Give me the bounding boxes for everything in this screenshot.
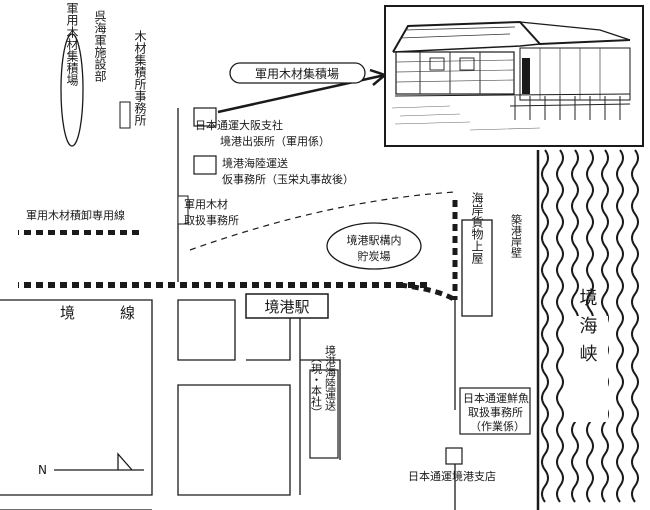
strait-label-bg [566, 316, 608, 422]
sakai-main-rail [18, 282, 430, 288]
unloading-line-text: 軍用木材積卸専用線 [26, 208, 125, 222]
timber-handling-line2: 取扱事務所 [184, 213, 239, 227]
fresh-fish-line2: 取扱事務所 [468, 405, 523, 419]
siding-dashed-line [189, 191, 456, 251]
osaka-office-line1: 日本通運大阪支社 [195, 118, 283, 132]
kairiku-current-box [309, 369, 339, 459]
fresh-fish-line3: （作業係） [470, 420, 525, 433]
arrow-label-text: 軍用木材集積場 [255, 66, 339, 81]
rail-curve [399, 282, 457, 303]
north-label: N [38, 463, 47, 477]
fresh-fish-line1: 日本通運鮮魚 [463, 391, 529, 405]
coal-yard-oval [326, 222, 422, 270]
timber-yard-oval-text: 軍用木材集積場 [65, 2, 79, 87]
cargo-shed-text: 海岸貨物上屋 [470, 191, 484, 265]
kure-navy-text: 呉海軍施設部 [93, 10, 107, 82]
sakai-line-char1: 境 [60, 304, 75, 322]
station-box [245, 293, 329, 319]
coal-yard-line1: 境港駅構内 [347, 233, 402, 247]
osaka-office-line2: 境港出張所（軍用係） [220, 134, 330, 148]
strait-waves [541, 149, 639, 503]
kairiku-temp-line2: 仮事務所（玉栄丸事故後） [222, 172, 354, 186]
arrow-label-oval [229, 62, 366, 84]
kairiku-temp-box [193, 155, 217, 175]
cargo-shed-box [461, 219, 493, 317]
sakai-line-char2: 線 [120, 304, 135, 322]
seawall-text: 築港岸壁 [510, 213, 523, 258]
timber-yard-oval [60, 33, 84, 147]
warehouse-sketch [384, 5, 644, 147]
osaka-office-box [193, 107, 217, 127]
timber-office-box [119, 101, 131, 129]
north-arrow-icon: N [38, 452, 144, 477]
kairiku-temp-line1: 境港海陸運送 [222, 156, 288, 170]
kairiku-current-note: （現・本社） [310, 352, 323, 418]
unloading-rail [18, 230, 143, 235]
branch-text: 日本通運境港支店 [408, 469, 496, 483]
coal-yard-line2: 貯炭場 [358, 250, 391, 263]
timber-office-text: 木材集積所事務所 [133, 30, 147, 126]
fresh-fish-box [459, 387, 531, 435]
timber-handling-box [177, 195, 189, 225]
branch-box [445, 447, 463, 465]
station-text: 境港駅 [264, 298, 309, 316]
timber-handling-line1: 軍用木材 [184, 197, 228, 211]
strait-text: 境海峡 [577, 288, 598, 372]
kairiku-current-text: 境港海陸運送 [324, 344, 337, 411]
